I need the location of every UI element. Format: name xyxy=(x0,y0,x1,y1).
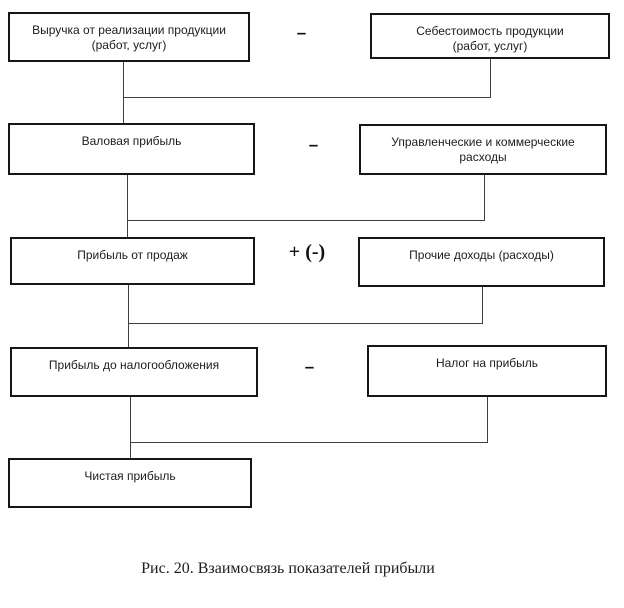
connector-line xyxy=(130,397,131,458)
box-gross-profit-label: Валовая прибыль xyxy=(81,134,182,148)
operator-minus-row2: – xyxy=(308,135,318,154)
box-revenue-label: Выручка от реализации продукции (работ, … xyxy=(32,23,226,52)
operator-minus-row1: – xyxy=(296,23,306,42)
operator-minus-row4: – xyxy=(304,357,314,376)
box-other-income-expenses: Прочие доходы (расходы) xyxy=(358,237,605,287)
connector-line xyxy=(487,397,488,443)
box-admin-commercial-expenses: Управленческие и коммерческие расходы xyxy=(359,124,607,175)
connector-line xyxy=(127,175,128,237)
box-revenue: Выручка от реализации продукции (работ, … xyxy=(8,12,250,62)
connector-line xyxy=(128,285,129,347)
connector-line xyxy=(127,220,485,221)
box-other-income-expenses-label: Прочие доходы (расходы) xyxy=(409,248,554,262)
box-sales-profit-label: Прибыль от продаж xyxy=(77,248,188,262)
box-income-tax: Налог на прибыль xyxy=(367,345,607,397)
connector-line xyxy=(490,59,491,98)
figure-caption: Рис. 20. Взаимосвязь показателей прибыли xyxy=(141,560,435,577)
box-admin-commercial-expenses-label: Управленческие и коммерческие расходы xyxy=(391,135,575,164)
connector-line xyxy=(130,442,488,443)
box-pretax-profit-label: Прибыль до налогообложения xyxy=(48,358,220,372)
connector-line xyxy=(484,175,485,221)
box-sales-profit: Прибыль от продаж xyxy=(10,237,255,285)
operator-plus-minus-row3: + (-) xyxy=(288,241,326,263)
box-cost-of-sales: Себестоимость продукции (работ, услуг) xyxy=(370,13,610,59)
box-income-tax-label: Налог на прибыль xyxy=(435,356,539,370)
connector-line xyxy=(123,62,124,123)
box-pretax-profit: Прибыль до налогообложения xyxy=(10,347,258,397)
box-net-profit: Чистая прибыль xyxy=(8,458,252,508)
box-gross-profit: Валовая прибыль xyxy=(8,123,255,175)
connector-line xyxy=(128,323,483,324)
box-cost-of-sales-label: Себестоимость продукции (работ, услуг) xyxy=(416,24,564,53)
connector-line xyxy=(123,97,491,98)
connector-line xyxy=(482,287,483,324)
box-net-profit-label: Чистая прибыль xyxy=(84,469,176,483)
